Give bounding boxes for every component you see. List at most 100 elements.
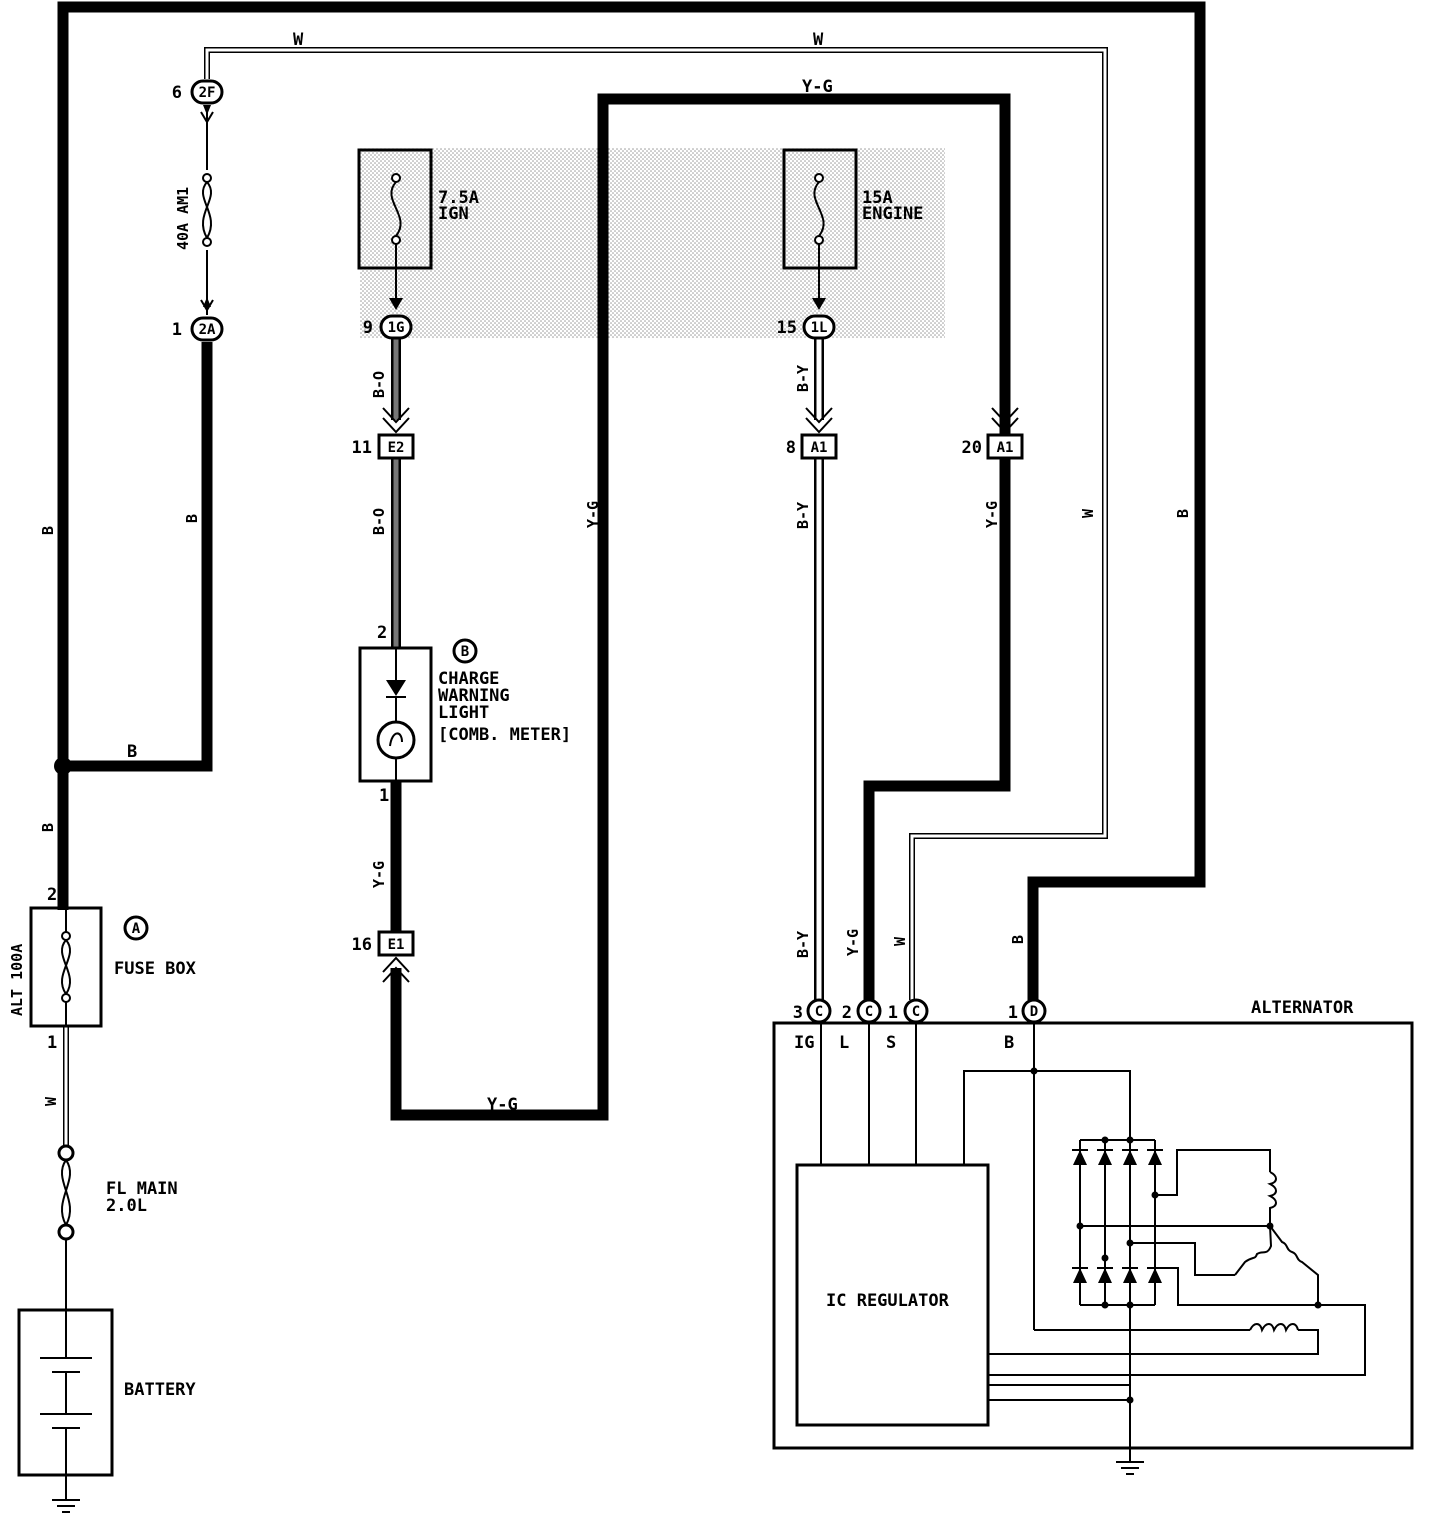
ground-icon-alternator — [1116, 1461, 1144, 1475]
connector-1g-code: 1G — [388, 320, 405, 336]
wire-label-w-top-2: W — [813, 30, 824, 50]
meter-label-4: [COMB. METER] — [438, 725, 571, 745]
fuse-am1-icon — [197, 105, 217, 312]
junction-block-shading — [360, 148, 945, 338]
connector-2a-code: 2A — [199, 322, 216, 338]
ic-regulator-label: IC REGULATOR — [826, 1291, 950, 1311]
chevron-icon-a1-8 — [805, 407, 833, 434]
engine-fuse-name-label: ENGINE — [862, 204, 923, 224]
connector-alt-d1-code: D — [1030, 1004, 1038, 1020]
connector-a1-8-code: A1 — [811, 440, 828, 456]
fl-main-size-label: 2.0L — [106, 1196, 147, 1216]
connector-e2-pin: 11 — [352, 438, 372, 458]
wire-b-am1[interactable] — [63, 342, 213, 772]
alternator-internal-circuit — [820, 1022, 1366, 1462]
battery-icon — [40, 1310, 92, 1500]
fuse-box-label: FUSE BOX — [114, 959, 197, 979]
connector-2f-pin: 6 — [172, 83, 182, 103]
connector-alt-c3[interactable]: C 3 — [793, 998, 832, 1024]
connector-e1-pin: 16 — [352, 935, 372, 955]
terminal-l-label: L — [839, 1033, 849, 1053]
fuse-engine-icon — [812, 173, 826, 310]
meter-label-2: WARNING — [438, 686, 510, 706]
connector-e2-code: E2 — [388, 440, 405, 456]
connector-alt-c2-pin: 2 — [842, 1003, 852, 1023]
wire-yg-loop[interactable] — [390, 93, 1011, 1121]
connector-alt-c1-code: C — [912, 1004, 920, 1020]
wire-label-b-right: B — [1174, 509, 1192, 518]
wire-label-bo-2: B-O — [370, 508, 388, 535]
connector-e2[interactable]: E2 11 — [352, 433, 415, 460]
wire-label-w-right: W — [1079, 508, 1097, 518]
terminal-b-label: B — [1004, 1033, 1014, 1053]
battery-label: BATTERY — [124, 1380, 196, 1400]
alternator-label: ALTERNATOR — [1251, 998, 1354, 1018]
connector-alt-c3-code: C — [815, 1004, 823, 1020]
fuse-box-marker: A — [123, 915, 149, 941]
connector-alt-c3-pin: 3 — [793, 1003, 803, 1023]
connector-alt-c1[interactable]: C 1 — [888, 998, 929, 1024]
meter-label-3: LIGHT — [438, 703, 489, 723]
wire-w-top-core — [205, 48, 1107, 1000]
ic-regulator-box — [795, 1163, 990, 1427]
connector-1l[interactable]: 1L 15 — [777, 314, 836, 340]
wire-label-yg-meter: Y-G — [370, 861, 388, 888]
meter-marker-text: B — [461, 644, 469, 660]
connector-1g[interactable]: 1G 9 — [363, 314, 413, 340]
fuse-alt-icon — [60, 910, 72, 1026]
alt-fuse-label: ALT 100A — [8, 944, 26, 1016]
connector-alt-c2[interactable]: C 2 — [842, 998, 882, 1024]
wire-label-b-left: B — [39, 526, 57, 535]
connector-1l-code: 1L — [811, 320, 828, 336]
connector-2a[interactable]: 2A 1 — [172, 316, 224, 342]
wire-label-by-1: B-Y — [794, 365, 812, 392]
wire-label-by-3: B-Y — [794, 931, 812, 958]
connector-2f-code: 2F — [199, 85, 216, 101]
wire-label-bo-1: B-O — [370, 371, 388, 398]
alternator-box — [772, 1021, 1414, 1450]
fuse-box-pin-top: 2 — [47, 885, 57, 905]
connector-1l-pin: 15 — [777, 318, 797, 338]
am1-fuse-label: 40A AM1 — [174, 187, 192, 250]
chevron-icon-e2 — [382, 407, 410, 434]
wire-label-yg-a1: Y-G — [983, 501, 1001, 528]
meter-pin-bottom: 1 — [379, 786, 389, 806]
fl-main-label: FL MAIN — [106, 1179, 178, 1199]
connector-alt-c2-code: C — [865, 1004, 873, 1020]
wire-label-b-join: B — [127, 742, 137, 762]
wire-label-yg-mid: Y-G — [584, 501, 602, 528]
wire-label-yg-alt: Y-G — [844, 929, 862, 956]
wire-label-w-fuse: W — [42, 1096, 60, 1106]
connector-alt-d1[interactable]: D 1 — [1008, 998, 1047, 1024]
connector-alt-d1-pin: 1 — [1008, 1003, 1018, 1023]
warning-lamp-icon — [376, 648, 416, 781]
connector-e1-code: E1 — [388, 937, 405, 953]
connector-2f[interactable]: 2F 6 — [172, 79, 224, 105]
meter-pin-top: 2 — [377, 623, 387, 643]
wire-label-yg-top: Y-G — [802, 77, 833, 97]
wire-label-b-alt: B — [1009, 935, 1027, 944]
connector-2a-pin: 1 — [172, 320, 182, 340]
fuse-ign-icon — [389, 173, 403, 310]
connector-e1[interactable]: E1 16 — [352, 930, 415, 957]
wire-b-main-loop[interactable] — [57, 1, 1206, 1000]
wire-label-yg-bottom: Y-G — [487, 1095, 518, 1115]
terminal-s-label: S — [886, 1033, 896, 1053]
connector-alt-c1-pin: 1 — [888, 1003, 898, 1023]
wire-label-b-low: B — [39, 823, 57, 832]
chevron-icon-e1 — [382, 956, 410, 983]
terminal-ig-label: IG — [794, 1033, 814, 1053]
chevron-icon-a1-20 — [991, 407, 1019, 434]
fl-main-fuse-icon — [57, 1144, 75, 1241]
connector-a1-20-code: A1 — [997, 440, 1014, 456]
connector-a1-8[interactable]: A1 8 — [786, 433, 838, 460]
wire-yg-alt-l[interactable] — [863, 458, 1011, 1000]
splice-point — [54, 757, 72, 775]
connector-a1-20[interactable]: A1 20 — [962, 433, 1024, 460]
wire-label-w-alt: W — [891, 936, 909, 946]
wire-label-by-2: B-Y — [794, 502, 812, 529]
ign-fuse-amp-label: 7.5A — [438, 188, 479, 208]
wire-label-w-top-1: W — [293, 30, 304, 50]
meter-marker: B — [452, 638, 478, 664]
